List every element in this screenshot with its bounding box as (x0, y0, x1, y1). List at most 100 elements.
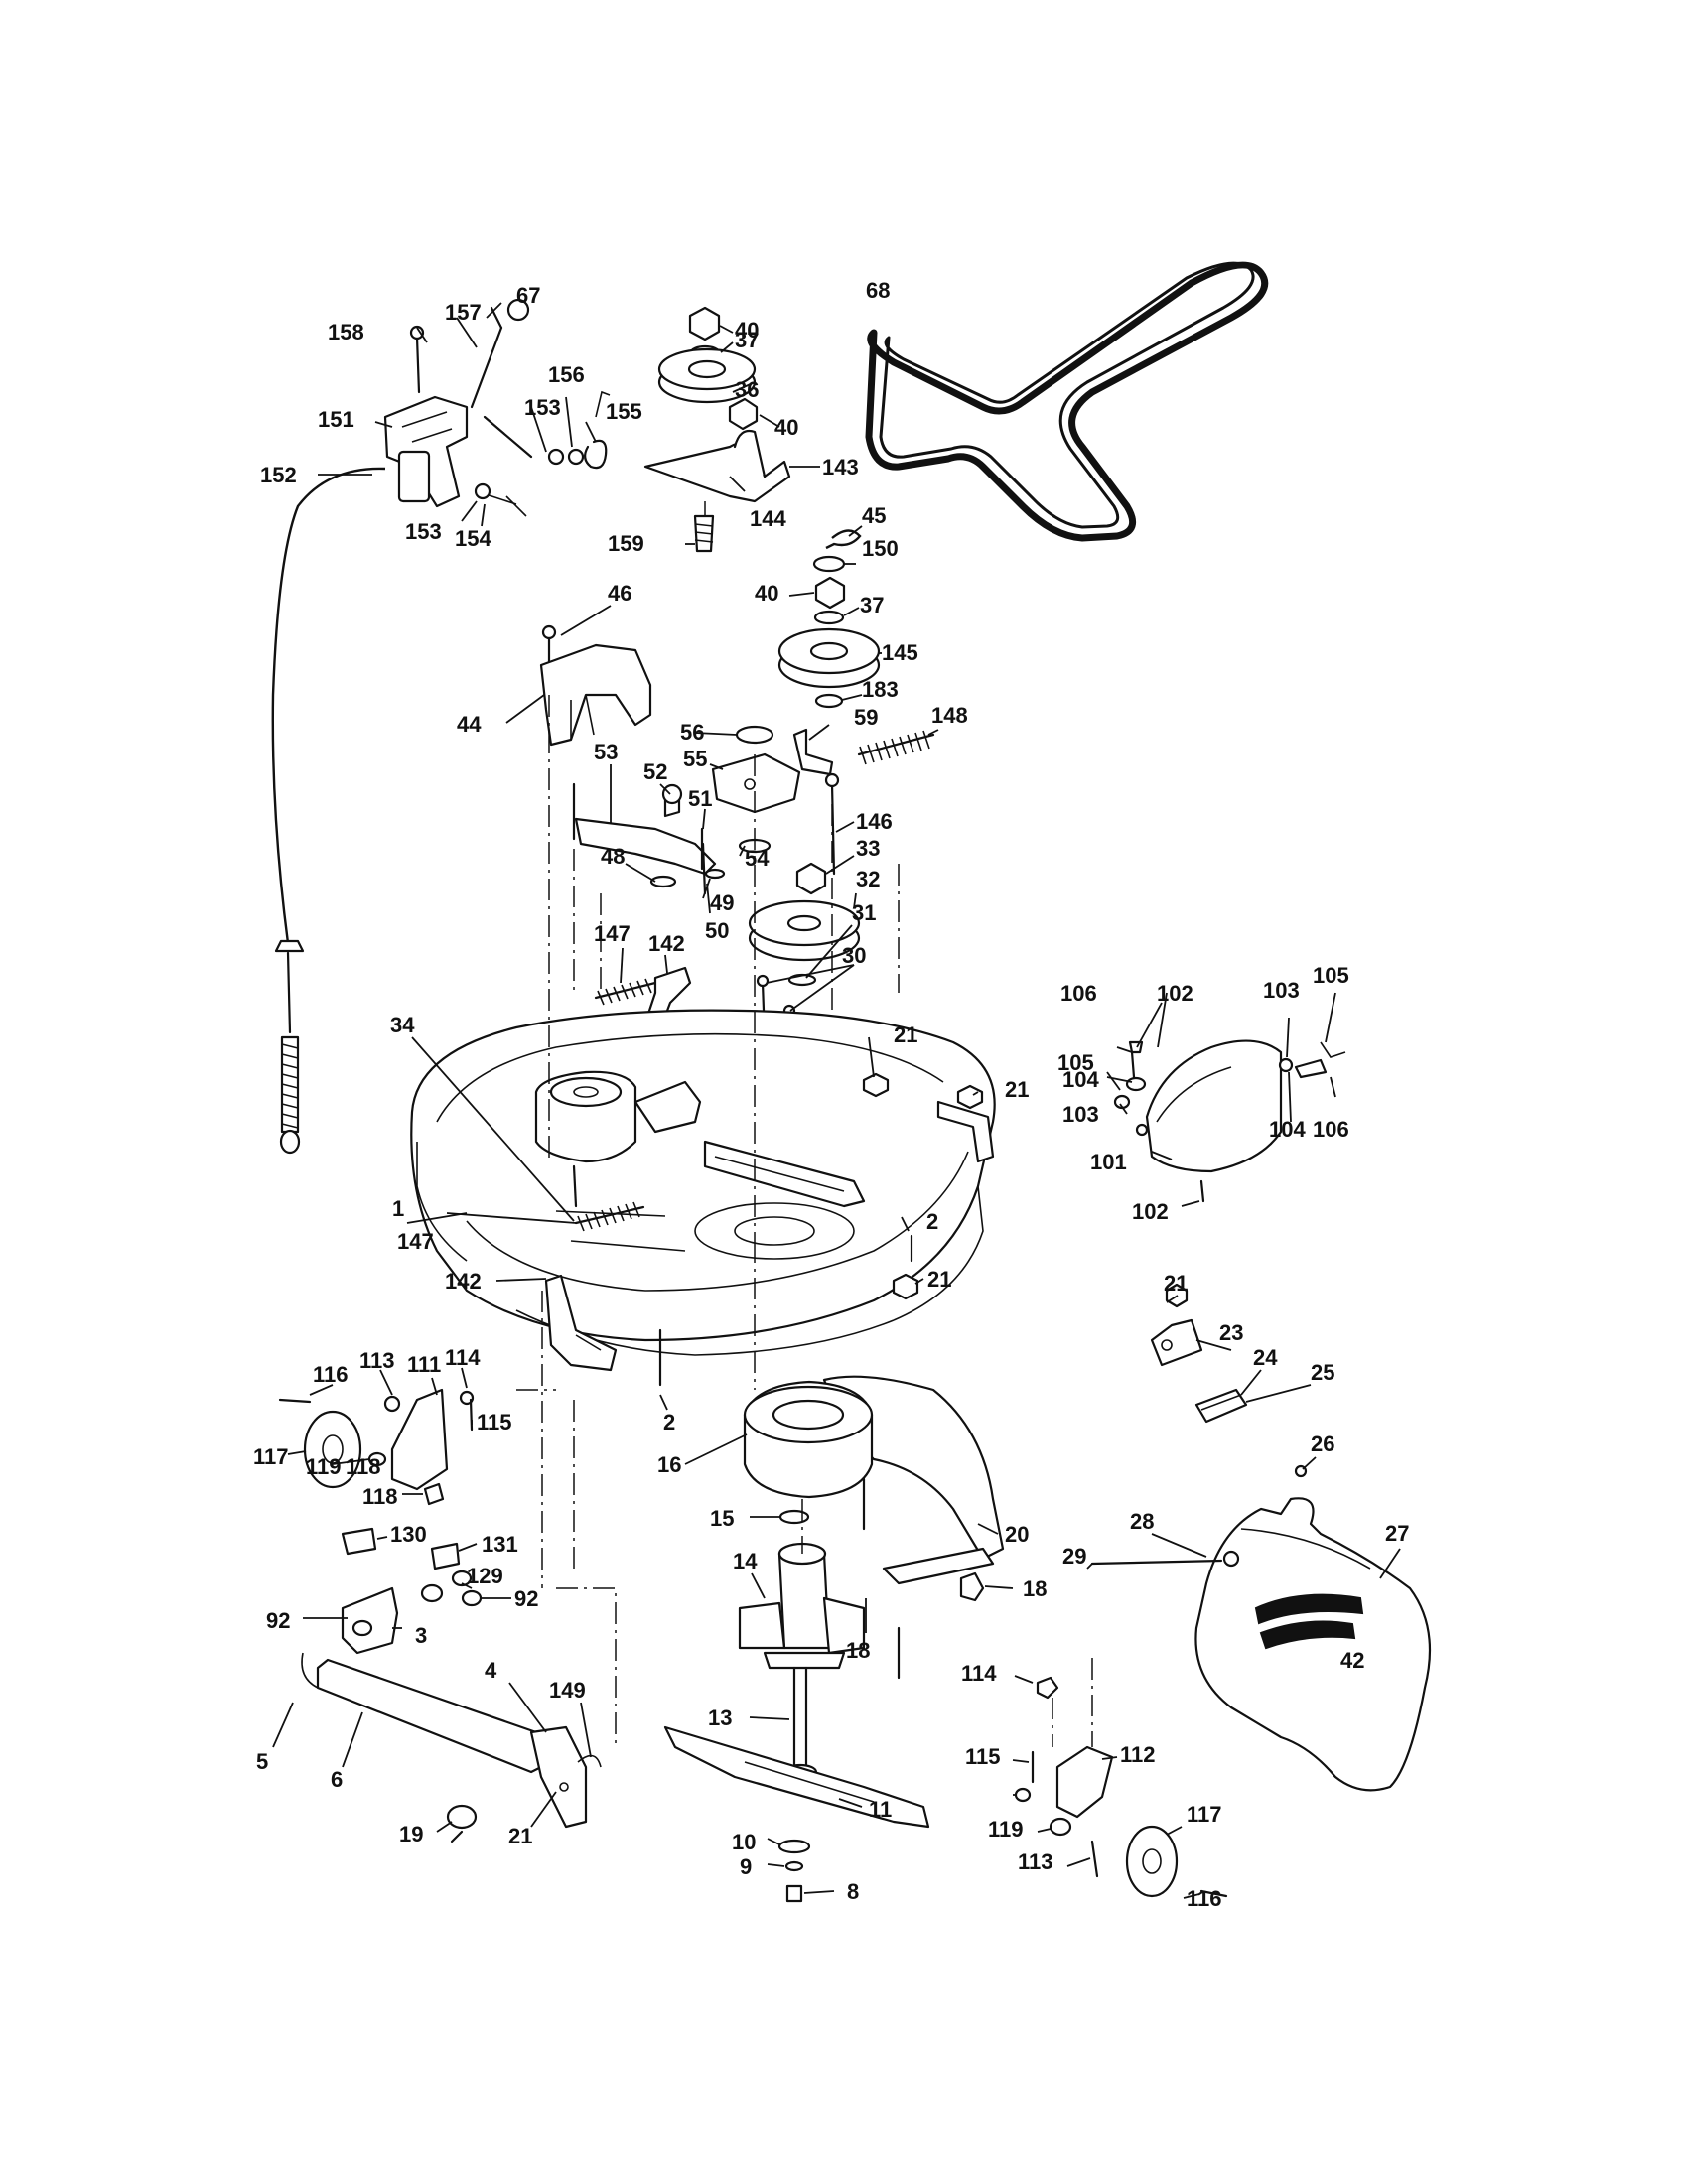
callout: 118 (362, 1484, 398, 1509)
lift-lever-assembly (383, 298, 611, 517)
callout: 119 (306, 1454, 342, 1479)
callout: 113 (359, 1348, 395, 1373)
idler-pulley-upper (643, 306, 791, 553)
callout: 102 (1132, 1199, 1169, 1224)
callout: 50 (705, 918, 729, 943)
callout: 40 (735, 318, 759, 342)
alignment-lines (516, 695, 1093, 1747)
callout: 13 (708, 1706, 732, 1730)
callout: 40 (774, 415, 798, 440)
callout: 24 (1253, 1345, 1278, 1370)
callout: 115 (965, 1744, 1001, 1769)
callout: 27 (1385, 1521, 1409, 1546)
callout: 67 (516, 283, 540, 308)
callout: 59 (854, 705, 878, 730)
discharge-deflector-small (1113, 1039, 1346, 1203)
callout: 4 (485, 1658, 497, 1683)
callout: 117 (1187, 1802, 1222, 1827)
mower-deck-housing (410, 1009, 996, 1356)
callout: 116 (313, 1362, 349, 1387)
callout: 159 (608, 531, 644, 556)
callout: 2 (663, 1410, 675, 1434)
spindle-assembly (663, 1380, 930, 1903)
callout: 10 (732, 1830, 756, 1854)
callout: 142 (648, 931, 685, 956)
callout: 111 (407, 1352, 441, 1377)
callout: 19 (399, 1822, 423, 1846)
belt-guard (539, 624, 652, 747)
callout: 145 (882, 640, 918, 665)
callout-leaders (272, 302, 1401, 1899)
callout: 14 (733, 1549, 758, 1573)
callout: 23 (1219, 1320, 1243, 1345)
callout: 49 (710, 890, 734, 915)
lift-cable (271, 467, 386, 1155)
callout: 144 (750, 506, 786, 531)
callout: 33 (856, 836, 880, 861)
callout: 45 (862, 503, 886, 528)
left-gauge-wheel-assembly (278, 1388, 475, 1506)
callout: 3 (415, 1623, 427, 1648)
callout: 18 (846, 1638, 870, 1663)
callout: 155 (606, 399, 642, 424)
callout: 28 (1130, 1509, 1154, 1534)
callout: 129 (467, 1564, 503, 1588)
callout: 104 (1062, 1067, 1099, 1092)
callout: 54 (745, 846, 770, 871)
callout: 103 (1263, 978, 1300, 1003)
callout: 106 (1313, 1117, 1349, 1142)
callout: 8 (847, 1879, 859, 1904)
callout: 9 (740, 1854, 752, 1879)
callout: 131 (482, 1532, 518, 1557)
callout: 103 (1062, 1102, 1099, 1127)
callout: 154 (455, 526, 491, 551)
callout: 2 (926, 1209, 938, 1234)
callout: 26 (1311, 1432, 1334, 1456)
callout: 20 (1005, 1522, 1029, 1547)
callout: 153 (405, 519, 442, 544)
callout: 32 (856, 867, 880, 891)
callout: 53 (594, 740, 618, 764)
callout: 44 (457, 712, 482, 737)
callout: 118 (346, 1454, 381, 1479)
callout: 21 (894, 1023, 917, 1047)
drive-belt (865, 261, 1269, 542)
callout: 112 (1120, 1742, 1156, 1767)
callout: 68 (866, 278, 890, 303)
callout: 150 (862, 536, 899, 561)
callout: 31 (852, 900, 876, 925)
callout: 152 (260, 463, 297, 487)
callout: 34 (390, 1013, 415, 1037)
callout: 92 (514, 1586, 538, 1611)
callout: 21 (1164, 1271, 1188, 1296)
callout: 147 (594, 921, 631, 946)
callout: 147 (397, 1229, 434, 1254)
callout: 29 (1062, 1544, 1086, 1569)
callout: 6 (331, 1767, 343, 1792)
callout: 114 (445, 1345, 481, 1370)
deck-size-badge: 42 (1340, 1648, 1364, 1673)
callout: 157 (445, 300, 482, 325)
callout: 51 (688, 786, 712, 811)
callout: 21 (508, 1824, 532, 1848)
callout: 101 (1090, 1150, 1127, 1174)
callout: 40 (755, 581, 778, 606)
idler-bracket (572, 782, 726, 895)
callout: 52 (643, 759, 667, 784)
callout: 117 (253, 1444, 289, 1469)
callout: 143 (822, 455, 859, 479)
callout: 148 (931, 703, 968, 728)
right-gauge-wheel-assembly (1014, 1676, 1228, 1898)
tension-spring-lower (572, 1164, 645, 1232)
callout: 37 (860, 593, 884, 617)
idler-pulley-lower (777, 529, 881, 709)
callout: 11 (869, 1797, 892, 1822)
callout: 30 (842, 943, 866, 968)
callout: 21 (927, 1267, 951, 1292)
callout: 55 (683, 747, 707, 771)
callout: 1 (392, 1196, 404, 1221)
callout: 25 (1311, 1360, 1334, 1385)
callout: 142 (445, 1269, 482, 1294)
